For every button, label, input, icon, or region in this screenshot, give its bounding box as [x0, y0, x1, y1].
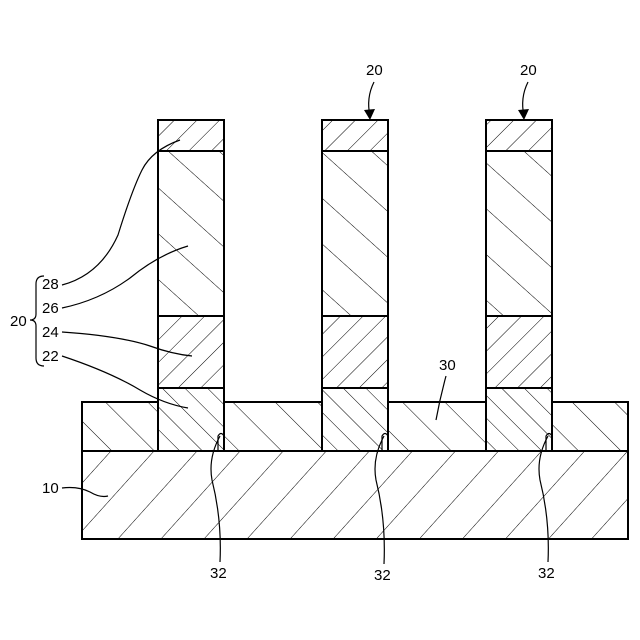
- label-22-text: 22: [42, 348, 59, 365]
- fin-2-layer-26: [322, 151, 388, 316]
- fin-3-layer-28: [486, 120, 552, 151]
- fin-3-layer-22: [486, 388, 552, 451]
- label-28-text: 28: [42, 276, 59, 293]
- label-20-fin-3: 20: [518, 62, 537, 120]
- fin-2-layer-24: [322, 316, 388, 388]
- fin-2-layer-28: [322, 120, 388, 151]
- label-10-text: 10: [42, 480, 59, 497]
- label-24-text: 24: [42, 324, 59, 341]
- label-30-text: 30: [439, 357, 456, 374]
- label-32-2-text: 32: [374, 567, 391, 584]
- label-32-1-text: 32: [210, 565, 227, 582]
- fin-1-layer-28: [158, 120, 224, 151]
- fin-2: [322, 120, 388, 451]
- fin-1: [158, 120, 224, 451]
- fin-3-layer-24: [486, 316, 552, 388]
- fin-1-layer-26: [158, 151, 224, 316]
- fin-3-layer-26: [486, 151, 552, 316]
- label-20-fin-3-text: 20: [520, 62, 537, 79]
- arrowhead-20-fin-2: [364, 109, 375, 120]
- fin-1-layer-22: [158, 388, 224, 451]
- fin-3: [486, 120, 552, 451]
- label-26-text: 26: [42, 300, 59, 317]
- label-32-3-text: 32: [538, 565, 555, 582]
- label-20-group-text: 20: [10, 313, 27, 330]
- label-group-20: 20 28 26 24 22: [10, 276, 59, 366]
- fin-2-layer-22: [322, 388, 388, 451]
- label-20-fin-2: 20: [364, 62, 383, 120]
- arrowhead-20-fin-3: [518, 109, 529, 120]
- substrate-10: [82, 451, 628, 539]
- label-20-fin-2-text: 20: [366, 62, 383, 79]
